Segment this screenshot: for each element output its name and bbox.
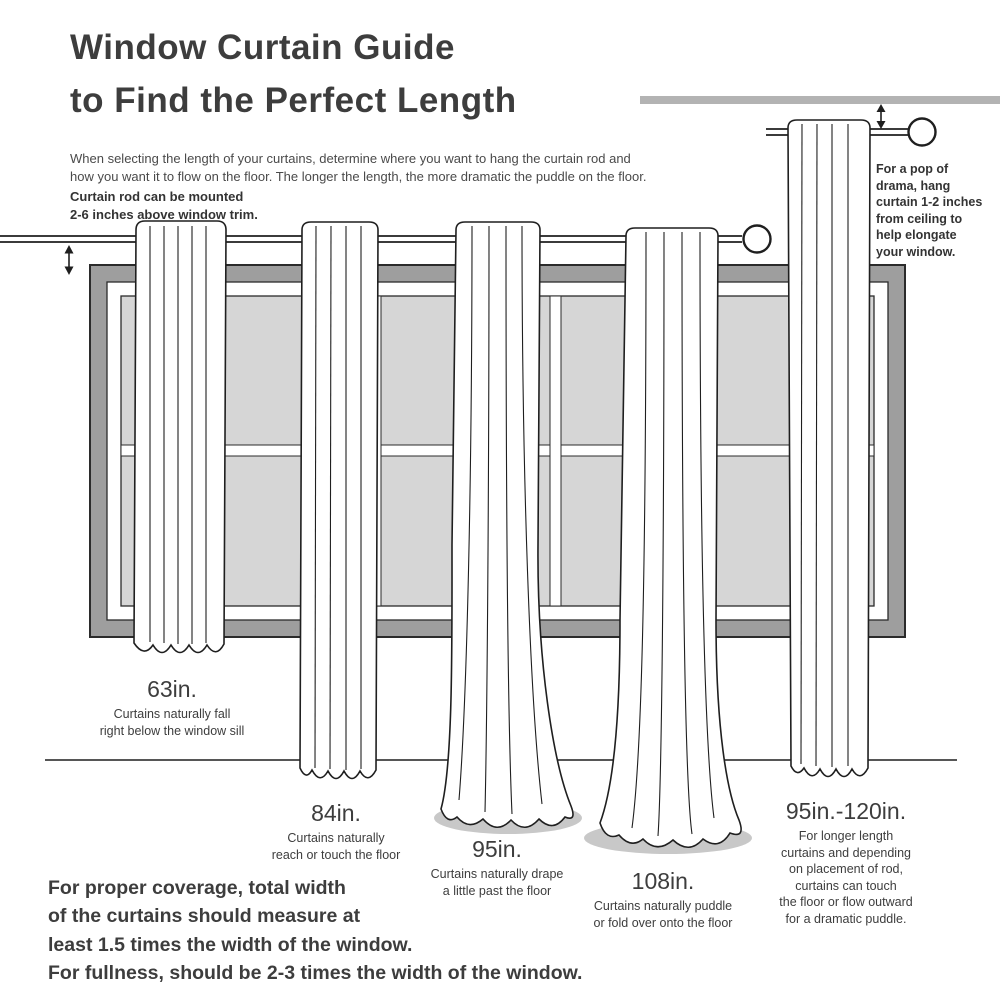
curtain-label-95-120in: 95in.-120in. For longer length curtains … (751, 798, 941, 927)
ceiling-drama-note: For a pop of drama, hang curtain 1-2 inc… (876, 162, 983, 259)
rod-height-arrow-icon (64, 245, 74, 275)
curtain-length-label: 108in. (631, 868, 695, 894)
footer-note: For proper coverage, total width of the … (48, 877, 583, 984)
curtain-label-63in: 63in. Curtains naturally fall right belo… (87, 676, 257, 739)
intro-text: When selecting the length of your curtai… (70, 151, 647, 185)
curtain-length-desc: Curtains naturally drape a little past t… (430, 867, 564, 898)
rod-finial-icon (742, 224, 772, 254)
curtain-length-desc: Curtains naturally reach or touch the fl… (271, 831, 401, 862)
curtain-length-desc: Curtains naturally puddle or fold over o… (593, 899, 733, 930)
rod-mount-note: Curtain rod can be mounted 2-6 inches ab… (70, 189, 258, 223)
curtain-length-desc: Curtains naturally fall right below the … (99, 707, 245, 738)
curtain-label-84in: 84in. Curtains naturally reach or touch … (251, 800, 421, 863)
curtain-length-desc: For longer length curtains and depending… (779, 829, 913, 926)
curtain-label-95in: 95in. Curtains naturally drape a little … (402, 836, 592, 899)
rod-finial-icon (907, 117, 937, 147)
ceiling-gap-arrow-icon (876, 104, 886, 129)
curtain-63in (133, 220, 227, 654)
curtain-108in (599, 227, 742, 849)
ceiling-line (640, 96, 1000, 104)
page-title: Window Curtain Guide to Find the Perfect… (70, 28, 517, 120)
curtain-length-label: 63in. (147, 676, 197, 702)
curtain-length-label: 84in. (311, 800, 361, 826)
curtain-95-120in (787, 119, 871, 778)
curtain-95in (440, 221, 574, 829)
curtain-length-label: 95in.-120in. (785, 798, 907, 824)
curtain-label-108in: 108in. Curtains naturally puddle or fold… (563, 868, 763, 931)
curtain-84in (299, 221, 379, 780)
curtain-length-label: 95in. (472, 836, 522, 862)
